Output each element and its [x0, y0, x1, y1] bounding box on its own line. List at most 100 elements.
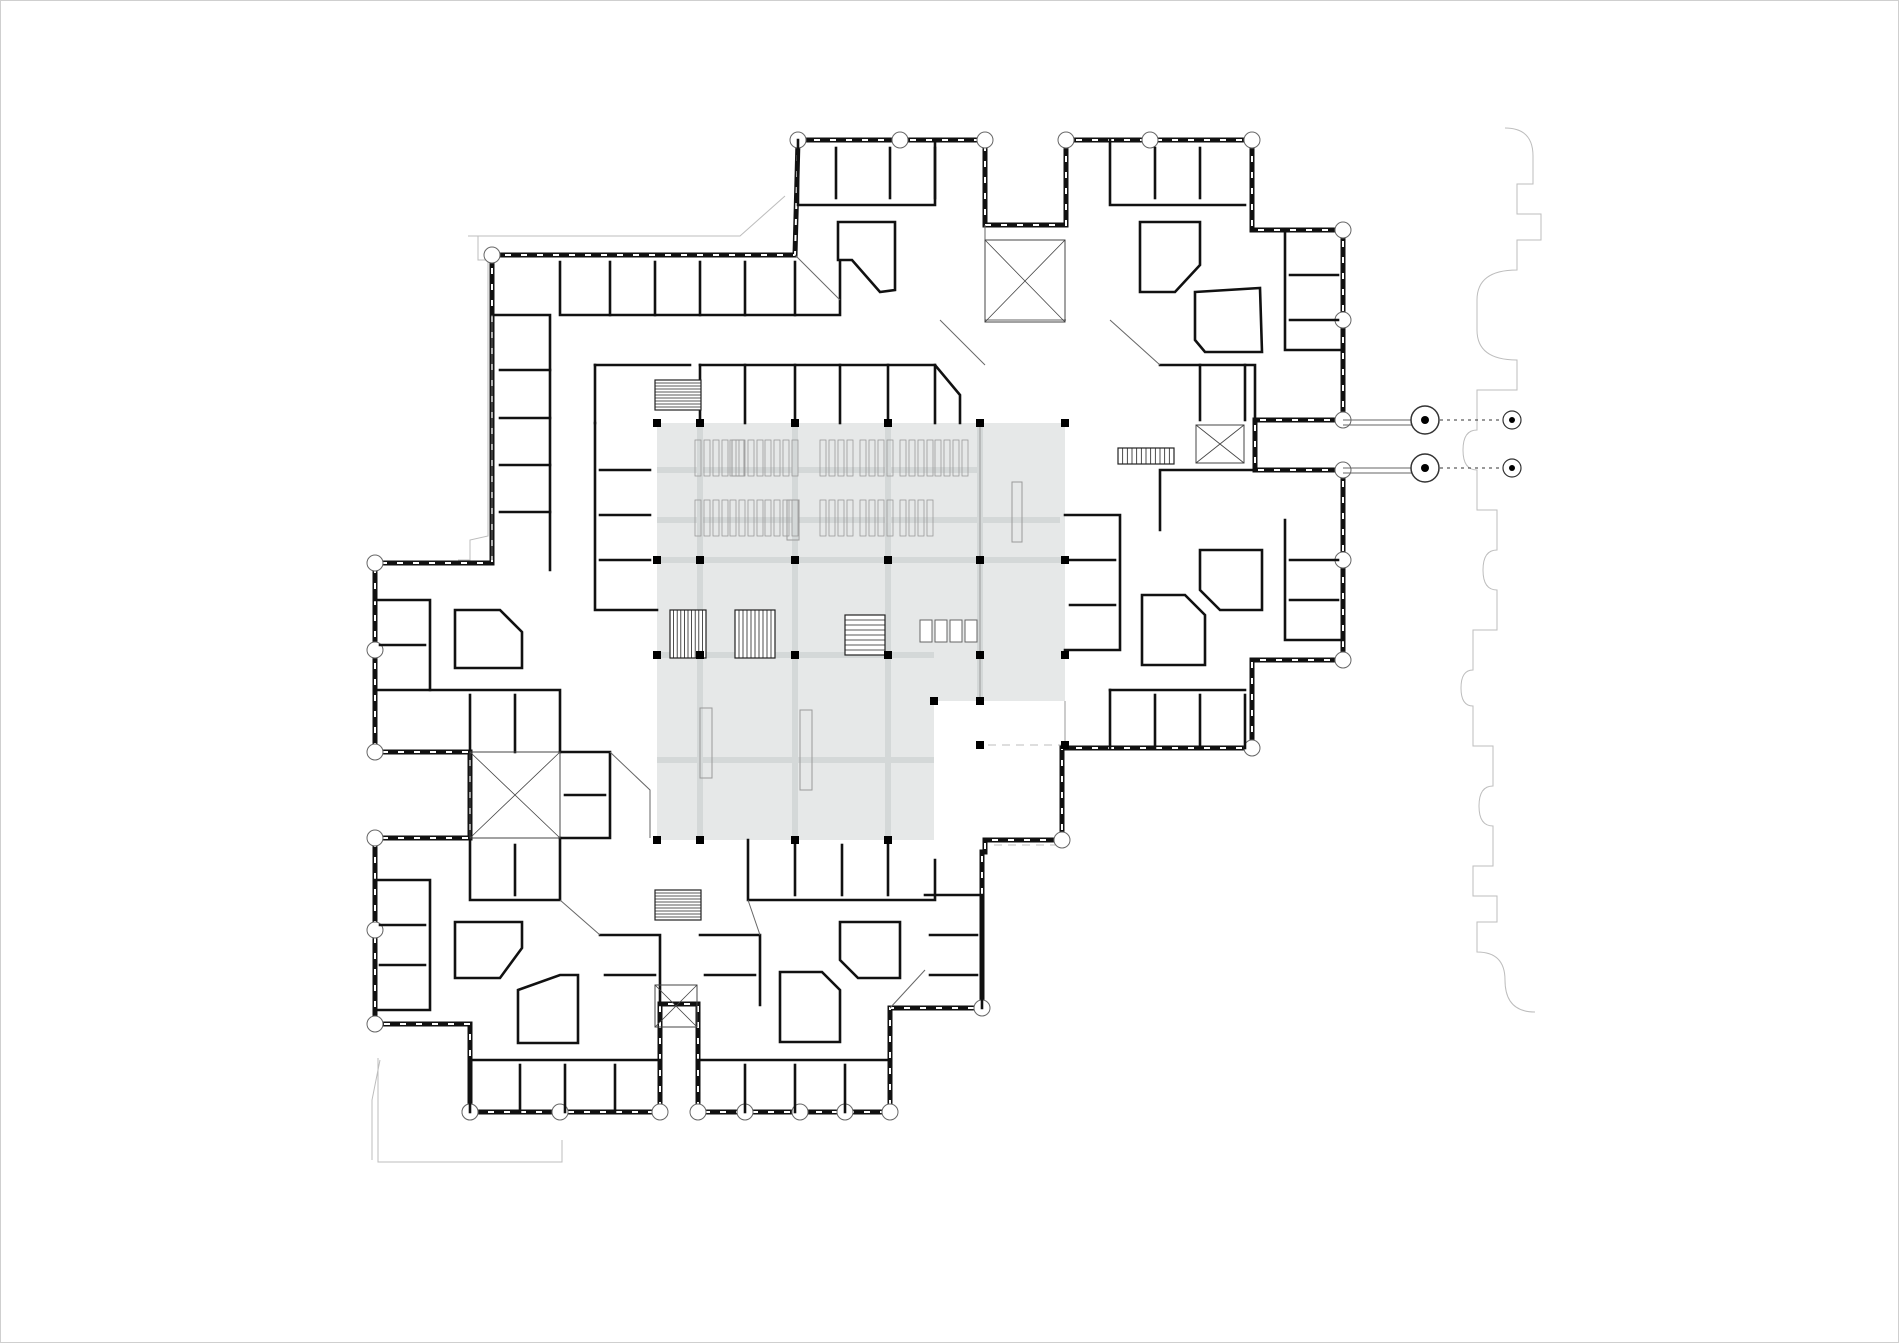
desk [877, 499, 885, 537]
structural-column [791, 419, 799, 427]
structural-column [1061, 556, 1069, 564]
corner-bay [1243, 131, 1261, 149]
corner-bay [881, 1103, 899, 1121]
bridge-pylon [1509, 417, 1515, 423]
structural-column [884, 836, 892, 844]
desk [917, 499, 925, 537]
structural-column [791, 556, 799, 564]
desk [819, 499, 827, 537]
courtyard [453, 920, 524, 980]
room-wall [1158, 363, 1257, 422]
desk [886, 499, 894, 537]
desk [731, 439, 745, 477]
desk [859, 499, 867, 537]
structural-column [791, 651, 799, 659]
site-boundary [458, 235, 489, 561]
courtyard-lightwells [453, 220, 1264, 1045]
corridor-line [609, 751, 651, 838]
corridor-line [559, 899, 601, 936]
structural-column [653, 419, 661, 427]
corner-bay [483, 246, 501, 264]
stair-icon [654, 379, 1175, 921]
structural-column [1061, 741, 1069, 749]
courtyard [453, 608, 524, 670]
desk [943, 439, 951, 477]
desk [899, 499, 907, 537]
desk [782, 439, 790, 477]
corner-bay [1334, 461, 1352, 479]
desk [747, 439, 755, 477]
corner-bay [1057, 131, 1075, 149]
room-wall [1283, 228, 1345, 352]
desk [773, 439, 781, 477]
bridge-link [1343, 405, 1522, 483]
room-wall [796, 138, 937, 207]
bridge-pylon [1421, 464, 1429, 472]
void-cross-icon [984, 239, 1066, 323]
structural-column [791, 836, 799, 844]
courtyard [516, 973, 580, 1045]
room-wall [373, 598, 432, 692]
corner-bay [1243, 739, 1261, 757]
desk [828, 499, 836, 537]
dashed-outline [988, 744, 1065, 846]
window-bay [1141, 131, 1159, 149]
room-wall [1158, 468, 1257, 532]
room-wall [468, 836, 562, 902]
room-wall [373, 878, 432, 1012]
desk [721, 499, 729, 537]
desk [846, 439, 854, 477]
courtyard [1140, 593, 1207, 667]
structural-column [1061, 419, 1069, 427]
desk [764, 499, 772, 537]
structural-column [653, 419, 1069, 844]
structural-column [1061, 651, 1069, 659]
desk [729, 499, 737, 537]
structural-column [653, 651, 661, 659]
courtyard [1193, 286, 1264, 354]
bridge-pylon [1421, 416, 1429, 424]
courtyard [1198, 548, 1264, 612]
office-rooms [373, 138, 1345, 1114]
desk [721, 439, 729, 477]
corner-bay [651, 1103, 669, 1121]
room-wall [698, 363, 962, 425]
desk [837, 439, 845, 477]
corner-bay [1053, 831, 1071, 849]
desk [926, 439, 934, 477]
site-boundary [371, 1059, 381, 1160]
desk [712, 499, 720, 537]
room-wall [1063, 513, 1122, 652]
table [964, 619, 978, 643]
structural-column [653, 556, 661, 564]
structural-column [696, 556, 704, 564]
courtyard [1138, 220, 1202, 294]
structural-column [930, 697, 938, 705]
desk [799, 709, 813, 791]
structural-column [884, 556, 892, 564]
room-wall [428, 688, 562, 754]
desk [819, 439, 827, 477]
desk [934, 439, 942, 477]
desk [961, 439, 969, 477]
structural-column [696, 419, 704, 427]
table [949, 619, 963, 643]
room-wall [490, 313, 552, 572]
desk [712, 439, 720, 477]
window-bay [891, 131, 909, 149]
desk [764, 439, 772, 477]
desk [868, 499, 876, 537]
desk [1011, 481, 1023, 543]
desk [899, 439, 907, 477]
desk [908, 499, 916, 537]
desk [694, 499, 702, 537]
corner-bay [366, 1015, 384, 1033]
corner-bay [689, 1103, 707, 1121]
desk [786, 499, 800, 541]
desk [926, 499, 934, 537]
structural-column [696, 836, 704, 844]
desk [756, 439, 764, 477]
structural-column [976, 741, 984, 749]
